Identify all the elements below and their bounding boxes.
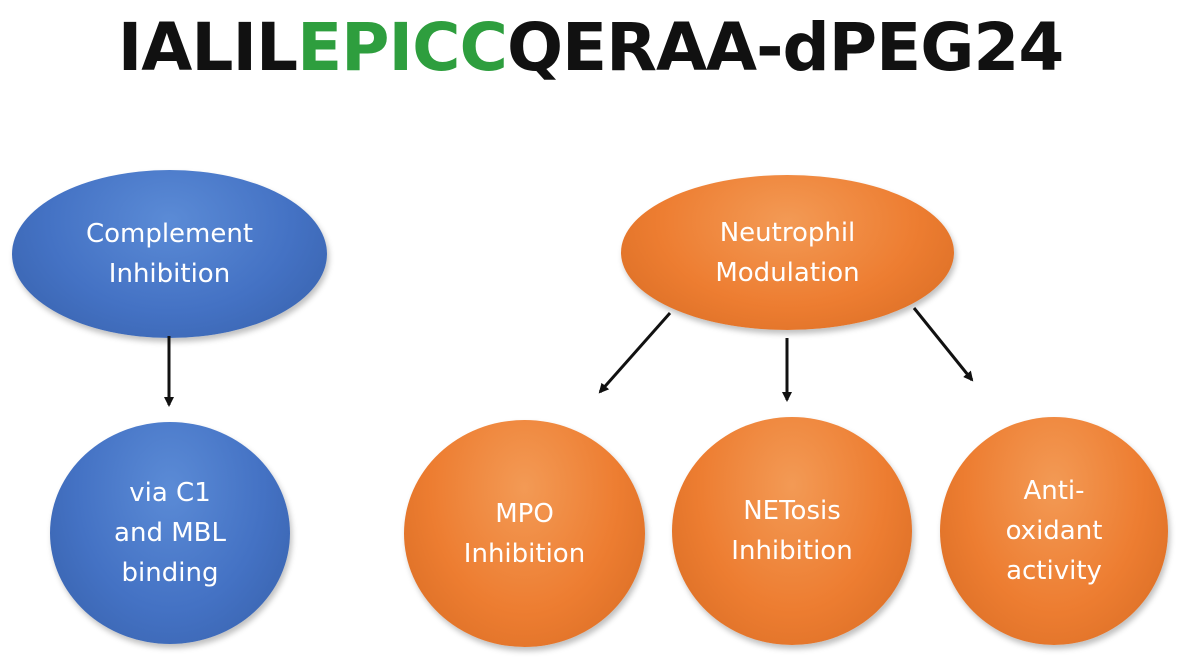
mpo-inhibition-node: MPO Inhibition (404, 420, 645, 647)
title-suffix: QERAA-dPEG24 (506, 9, 1064, 86)
complement-inhibition-node: Complement Inhibition (12, 170, 327, 338)
arrow-neutrophil-to-antioxidant (912, 307, 974, 382)
title-prefix: IALIL (117, 9, 298, 86)
title-highlight: EPICC (297, 9, 508, 86)
peptide-title: IALILEPICCQERAA-dPEG24 (0, 8, 1181, 88)
neutrophil-modulation-node: Neutrophil Modulation (621, 175, 954, 330)
antioxidant-activity-node: Anti- oxidant activity (940, 417, 1168, 645)
netosis-inhibition-node: NETosis Inhibition (672, 417, 912, 645)
c1-mbl-binding-node: via C1 and MBL binding (50, 422, 290, 644)
arrow-neutrophil-to-mpo (598, 312, 672, 394)
